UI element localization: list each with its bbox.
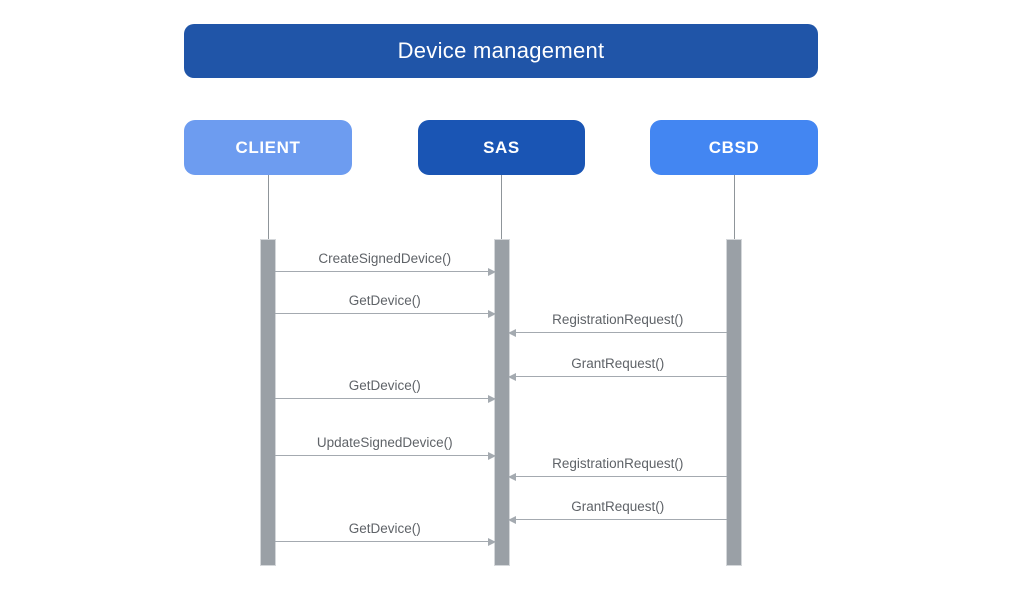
message-label: UpdateSignedDevice() [316,435,453,450]
arrow-head-icon [487,451,496,460]
message-label: GrantRequest() [571,356,665,371]
arrow-head-icon [507,472,516,481]
message-arrow: GrantRequest() [507,351,727,381]
message-label: RegistrationRequest() [552,456,684,471]
arrow-head-icon [487,394,496,403]
arrow-head-icon [507,328,516,337]
activation-bar-client [261,240,275,565]
message-line [275,397,495,399]
lifeline-client [267,175,269,240]
message-arrow: GetDevice() [275,516,496,546]
message-label: GetDevice() [348,521,421,536]
lifeline-sas [501,175,502,240]
message-arrow: GetDevice() [275,373,496,403]
actor-box-sas: SAS [418,120,585,175]
message-label: CreateSignedDevice() [318,251,452,266]
actor-box-client: CLIENT [184,120,352,175]
arrow-head-icon [487,537,496,546]
message-arrow: CreateSignedDevice() [275,246,496,276]
message-line [275,540,495,542]
arrow-head-icon [487,267,496,276]
message-label: GetDevice() [348,293,421,308]
arrow-head-icon [507,515,516,524]
message-line [508,518,727,520]
actor-label-cbsd: CBSD [708,137,760,157]
actor-box-cbsd: CBSD [650,120,818,175]
arrow-head-icon [487,309,496,318]
activation-bar-cbsd [727,240,741,565]
actor-label-sas: SAS [483,137,520,157]
message-line [508,331,727,333]
actor-label-client: CLIENT [235,137,301,157]
message-arrow: UpdateSignedDevice() [275,430,496,460]
message-line [275,454,495,456]
message-arrow: RegistrationRequest() [507,451,727,481]
message-line [275,270,495,272]
message-arrow: GetDevice() [275,288,496,318]
message-line [508,475,727,477]
diagram-title: Device management [397,38,605,63]
message-label: RegistrationRequest() [552,312,684,327]
message-label: GetDevice() [348,378,421,393]
lifeline-cbsd [733,175,735,240]
message-arrow: RegistrationRequest() [507,307,727,337]
arrow-head-icon [507,372,516,381]
message-arrow: GrantRequest() [507,494,727,524]
diagram-title-bar: Device management [184,24,818,78]
message-line [508,375,727,377]
message-label: GrantRequest() [571,499,665,514]
message-line [275,312,495,314]
activation-bar-sas [494,240,509,565]
